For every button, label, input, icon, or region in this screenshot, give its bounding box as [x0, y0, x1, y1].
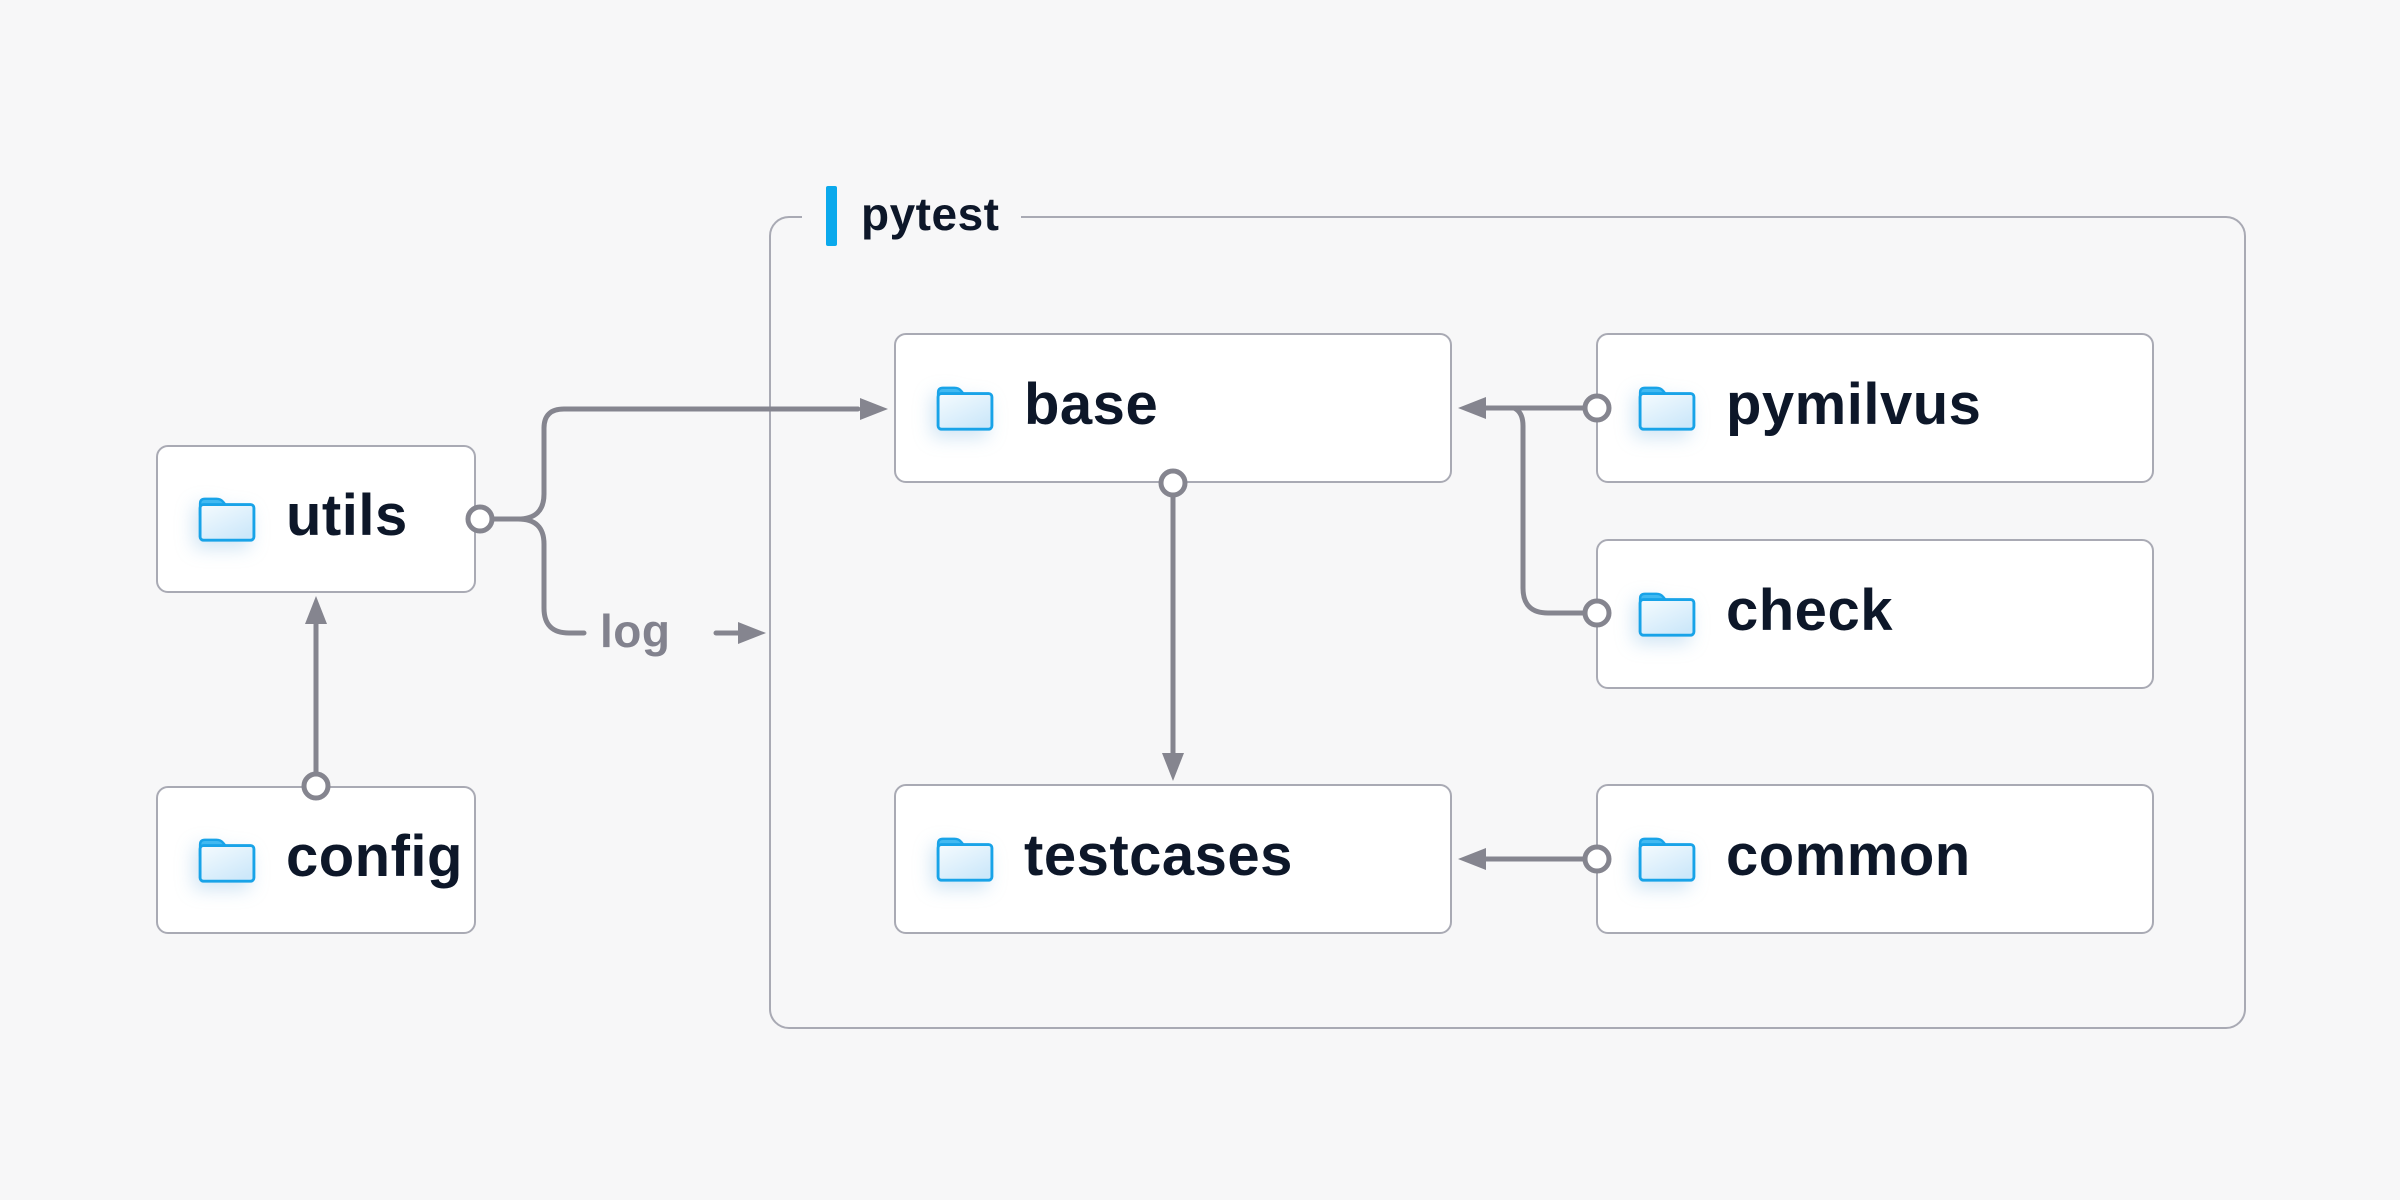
edge-config-utils — [301, 596, 331, 801]
folder-icon — [196, 494, 258, 544]
group-label-text: pytest — [861, 188, 1000, 240]
folder-icon — [1636, 834, 1698, 884]
node-label: pymilvus — [1726, 372, 1982, 437]
node-utils: utils — [156, 445, 476, 593]
node-label: utils — [286, 483, 408, 548]
node-config: config — [156, 786, 476, 934]
folder-icon — [1636, 589, 1698, 639]
group-pytest — [769, 216, 2246, 1029]
node-label: check — [1726, 578, 1893, 643]
folder-icon — [196, 835, 258, 885]
group-pytest-label: pytest — [802, 178, 1022, 254]
node-common: common — [1596, 784, 2154, 934]
edge-label-log: log — [600, 605, 671, 658]
node-label: testcases — [1024, 823, 1293, 888]
folder-icon — [1636, 383, 1698, 433]
node-label: base — [1024, 372, 1159, 437]
node-pymilvus: pymilvus — [1596, 333, 2154, 483]
node-base: base — [894, 333, 1452, 483]
node-label: common — [1726, 823, 1971, 888]
node-label: config — [286, 824, 463, 889]
accent-bar-icon — [826, 186, 837, 246]
node-check: check — [1596, 539, 2154, 689]
folder-icon — [934, 383, 996, 433]
node-testcases: testcases — [894, 784, 1452, 934]
folder-icon — [934, 834, 996, 884]
